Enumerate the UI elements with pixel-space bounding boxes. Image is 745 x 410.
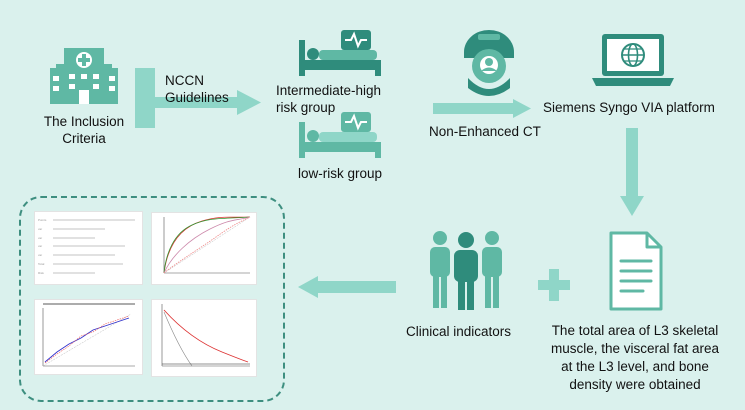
svg-text:var: var — [38, 253, 42, 257]
result-label-line1: The total area of L3 skeletal — [551, 323, 719, 338]
hospital-bed-monitor-icon-2 — [299, 112, 381, 158]
intermediate-high-label-line1: Intermediate-high — [276, 83, 382, 98]
document-icon — [609, 231, 663, 311]
svg-text:Total: Total — [38, 262, 45, 266]
plus-icon — [538, 269, 570, 301]
roc-curve-thumbnail — [151, 212, 257, 285]
result-label-line4: density were obtained — [569, 377, 701, 392]
laptop-globe-icon — [592, 34, 674, 86]
intermediate-high-label-line2: risk group — [276, 100, 336, 115]
svg-text:Points: Points — [38, 218, 47, 222]
result-label-line3: at the L3 level, and bone — [561, 359, 709, 374]
left-arrow — [298, 276, 396, 298]
results-panel — [19, 196, 285, 402]
guideline-arrow — [135, 68, 261, 128]
clinical-indicators-label: Clinical indicators — [406, 324, 512, 339]
people-group-icon — [430, 231, 502, 310]
ct-scanner-icon — [464, 30, 514, 96]
low-risk-label: low-risk group — [298, 166, 383, 181]
svg-text:Risk: Risk — [38, 271, 44, 275]
down-arrow — [620, 128, 644, 216]
nccn-label-line1: NCCN — [165, 73, 204, 88]
svg-text:var: var — [38, 227, 42, 231]
inclusion-criteria-label-line2: Criteria — [62, 131, 106, 146]
hospital-bed-monitor-icon — [299, 30, 381, 76]
result-label-line2: muscle, the visceral fat area — [550, 341, 720, 356]
calibration-curve-thumbnail — [34, 299, 143, 375]
hospital-icon — [50, 48, 118, 104]
decision-curve-thumbnail — [151, 299, 257, 377]
non-enhanced-ct-label: Non-Enhanced CT — [429, 124, 541, 139]
inclusion-criteria-label-line1: The Inclusion — [43, 114, 125, 129]
nccn-label-line2: Guidelines — [165, 90, 229, 105]
svg-text:var: var — [38, 244, 42, 248]
ct-arrow — [433, 99, 531, 118]
svg-text:var: var — [38, 236, 42, 240]
siemens-label: Siemens Syngo VIA platform — [543, 100, 715, 115]
